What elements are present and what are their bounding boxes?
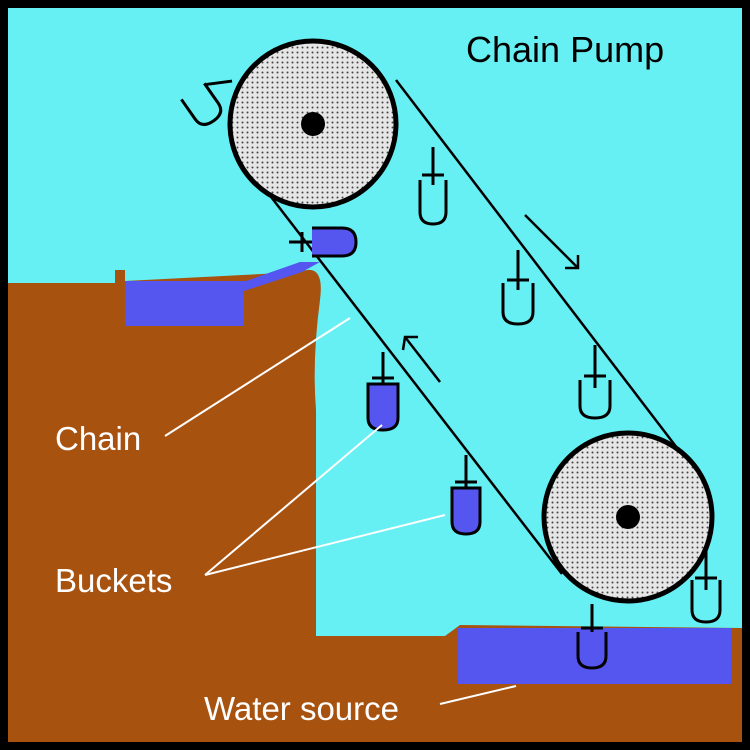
outflow-channel (125, 262, 320, 326)
arrow-up-left-icon (401, 335, 441, 383)
water-source-label: Water source (204, 690, 399, 727)
bucket-icon (180, 79, 233, 126)
direction-arrows (401, 214, 580, 383)
bucket-icon (576, 604, 608, 670)
diagram-title: Chain Pump (466, 29, 664, 70)
bucket-leader-2 (204, 514, 446, 576)
wheel-buckets (180, 79, 608, 670)
buckets-label: Buckets (55, 562, 172, 599)
ascending-buckets (366, 352, 482, 536)
bucket-icon (418, 147, 448, 226)
chain-leader (164, 317, 351, 437)
chain (257, 79, 701, 575)
arrow-down-right-icon (524, 214, 580, 270)
bottom-wheel (541, 430, 715, 604)
chain-descending (395, 79, 701, 479)
leader-lines (164, 317, 517, 705)
bucket-icon (366, 352, 400, 432)
bucket-icon (289, 226, 358, 258)
bucket-leader-1 (204, 424, 383, 576)
chain-label: Chain (55, 420, 141, 457)
bucket-icon (578, 345, 612, 420)
upper-bank (8, 269, 742, 742)
bucket-icon (690, 548, 722, 624)
top-wheel-hub-icon (301, 112, 325, 136)
bucket-icon (450, 455, 482, 536)
descending-buckets (418, 147, 722, 624)
bottom-wheel-hub-icon (616, 505, 640, 529)
chain-ascending (257, 179, 563, 575)
bucket-icon (501, 250, 535, 326)
top-wheel (227, 38, 399, 210)
water-source-leader (439, 685, 517, 705)
